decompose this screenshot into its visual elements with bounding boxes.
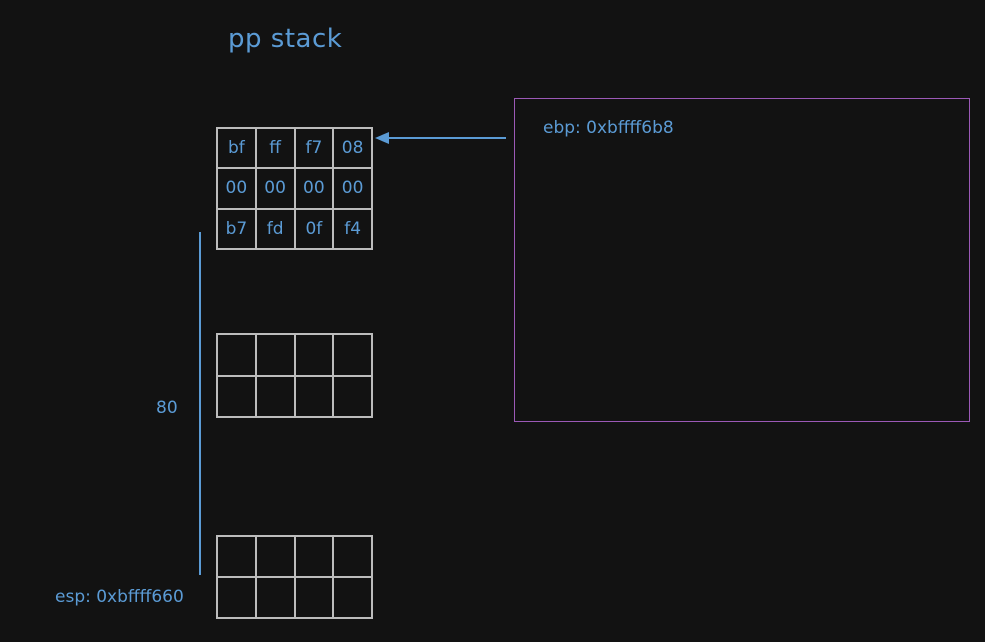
ebp-pointer-arrow [375,132,506,144]
stack-grid-bottom [216,535,373,619]
stack-cell: bf [217,128,256,169]
stack-cell [255,536,295,577]
stack-cell: b7 [217,208,256,249]
stack-cell: 00 [333,168,372,209]
stack-cell [333,334,372,376]
stack-cell [294,577,334,618]
stack-cell [217,334,256,376]
stack-cell [255,577,295,618]
stack-cell [294,536,334,577]
stack-cell: 0f [294,208,334,249]
distance-label: 80 [156,398,178,418]
distance-line [199,232,201,575]
stack-cell [333,536,372,577]
stack-grid-middle [216,333,373,418]
ebp-frame-box: ebp: 0xbffff6b8 [514,98,970,422]
stack-cell: 00 [217,168,256,209]
stack-cell: 00 [255,168,295,209]
ebp-label: ebp: 0xbffff6b8 [543,118,674,138]
stack-cell: fd [255,208,295,249]
stack-cell [217,536,256,577]
stack-cell: f7 [294,128,334,169]
stack-cell [255,375,295,417]
stack-cell [294,334,334,376]
diagram-title: pp stack [228,24,343,54]
stack-cell [255,334,295,376]
stack-cell [217,375,256,417]
stack-cell: 08 [333,128,372,169]
stack-cell [294,375,334,417]
stack-cell [333,375,372,417]
stack-cell: 00 [294,168,334,209]
stack-cell [333,577,372,618]
stack-cell [217,577,256,618]
stack-cell: ff [255,128,295,169]
stack-cell: f4 [333,208,372,249]
esp-label: esp: 0xbffff660 [55,587,184,607]
